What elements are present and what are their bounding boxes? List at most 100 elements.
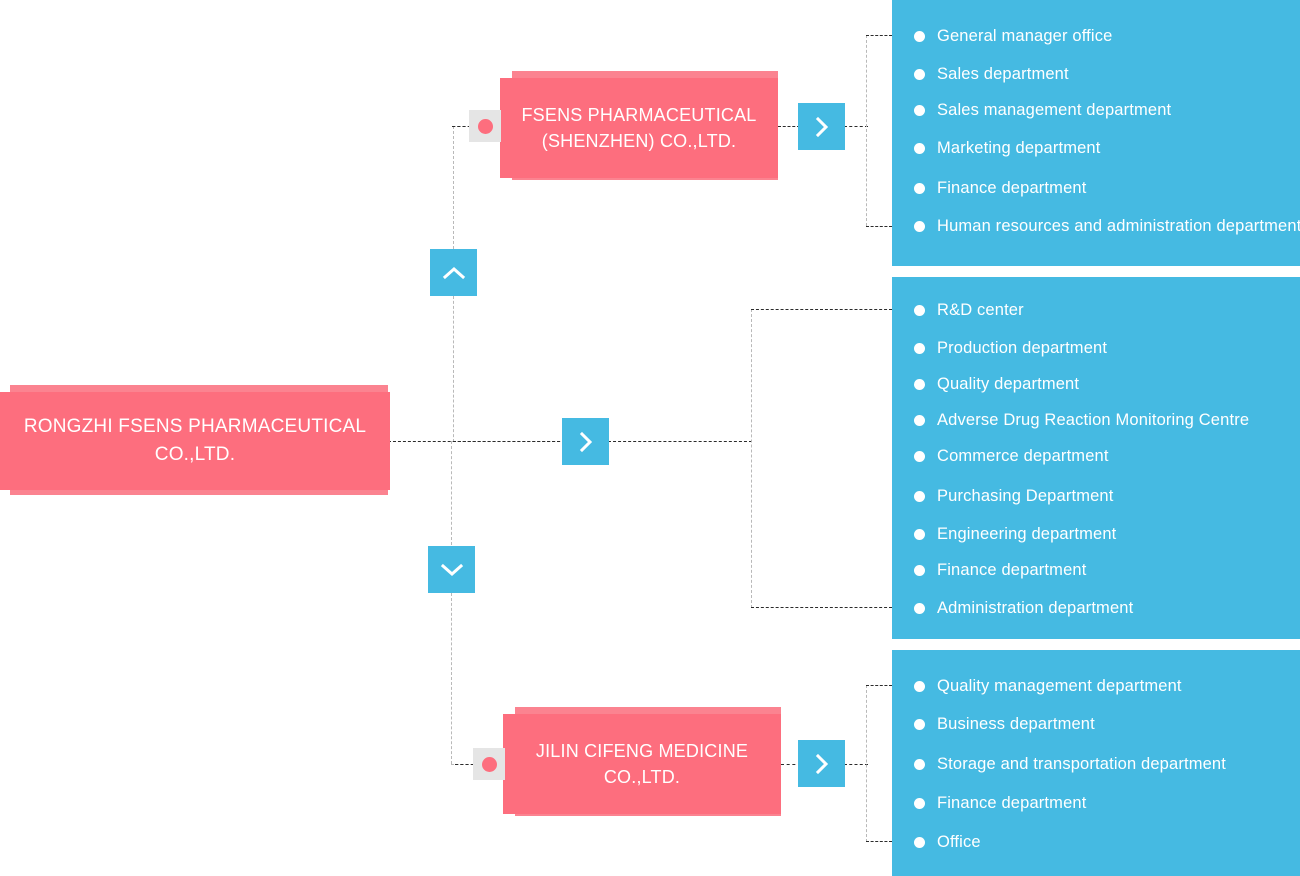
list-item[interactable]: Production department — [914, 339, 1107, 358]
bullet-icon — [914, 183, 925, 194]
connector-spine-upper — [453, 296, 454, 442]
bullet-icon — [914, 603, 925, 614]
bullet-icon — [914, 837, 925, 848]
collapse-down-button[interactable] — [428, 546, 475, 593]
dept-label: Engineering department — [937, 525, 1117, 543]
expand-button-jilin-cifeng[interactable] — [798, 740, 845, 787]
bracket-top-vertical — [866, 35, 867, 226]
chevron-down-icon — [440, 563, 463, 576]
dept-label: Marketing department — [937, 139, 1101, 157]
list-item[interactable]: Sales department — [914, 65, 1069, 84]
bracket-bottom-first-item — [866, 685, 892, 686]
bullet-icon — [914, 415, 925, 426]
chevron-right-icon — [815, 753, 828, 774]
dept-label: General manager office — [937, 27, 1113, 45]
bracket-middle-vertical — [751, 309, 752, 608]
connector-top-node-to-chevron — [778, 126, 800, 127]
branch-node-label-jilin-cifeng: JILIN CIFENG MEDICINE CO.,LTD. — [536, 738, 748, 790]
root-node-line2: CO.,LTD. — [154, 444, 236, 465]
dot-icon — [477, 118, 493, 134]
dot-icon — [481, 756, 497, 772]
list-item[interactable]: Finance department — [914, 179, 1086, 198]
branch-marker-jilin-cifeng[interactable] — [473, 748, 505, 780]
expand-button-fsens-shenzhen[interactable] — [798, 103, 845, 150]
dept-label: Commerce department — [937, 447, 1109, 465]
bullet-icon — [914, 305, 925, 316]
connector-middle-chevron-to-bracket — [608, 441, 752, 442]
branch-node-line1: JILIN CIFENG MEDICINE — [535, 740, 749, 761]
expand-button-rongzhi-direct[interactable] — [562, 418, 609, 465]
bullet-icon — [914, 719, 925, 730]
list-item[interactable]: Office — [914, 833, 981, 852]
connector-top-chevron-to-bracket — [844, 126, 868, 127]
branch-node-jilin-cifeng[interactable]: JILIN CIFENG MEDICINE CO.,LTD. — [503, 714, 781, 814]
connector-spine-bottom — [451, 593, 452, 764]
dept-list-rongzhi-direct: R&D center Production department Quality… — [892, 277, 1300, 639]
dept-panel-jilin-cifeng: Quality management department Business d… — [892, 650, 1300, 876]
list-item[interactable]: General manager office — [914, 27, 1112, 46]
dept-label: R&D center — [937, 301, 1024, 319]
connector-bottom-node-to-chevron — [781, 764, 801, 765]
list-item[interactable]: Administration department — [914, 599, 1133, 618]
bullet-icon — [914, 69, 925, 80]
dept-label: Sales management department — [937, 101, 1172, 119]
bullet-icon — [914, 759, 925, 770]
list-item[interactable]: Business department — [914, 715, 1095, 734]
bracket-middle-first-item — [751, 309, 892, 310]
dept-label: Quality management department — [937, 677, 1182, 695]
branch-node-line1: FSENS PHARMACEUTICAL — [521, 104, 757, 125]
bracket-middle-last-item — [751, 607, 892, 608]
branch-node-fsens-shenzhen[interactable]: FSENS PHARMACEUTICAL (SHENZHEN) CO.,LTD. — [500, 78, 778, 178]
bracket-top-first-item — [866, 35, 892, 36]
list-item[interactable]: R&D center — [914, 301, 1024, 320]
root-node[interactable]: RONGZHI FSENS PHARMACEUTICAL CO.,LTD. — [0, 392, 390, 490]
bracket-bottom-vertical — [866, 685, 867, 842]
bullet-icon — [914, 379, 925, 390]
list-item[interactable]: Engineering department — [914, 525, 1116, 544]
bullet-icon — [914, 143, 925, 154]
bullet-icon — [914, 529, 925, 540]
connector-middle-spine-to-chevron — [453, 441, 565, 442]
bullet-icon — [914, 105, 925, 116]
dept-label: Storage and transportation department — [937, 755, 1226, 773]
collapse-up-button[interactable] — [430, 249, 477, 296]
bullet-icon — [914, 31, 925, 42]
list-item[interactable]: Human resources and administration depar… — [914, 217, 1300, 236]
dept-label: Administration department — [937, 599, 1134, 617]
dept-label: Finance department — [937, 794, 1087, 812]
branch-marker-fsens-shenzhen[interactable] — [469, 110, 501, 142]
connector-bottom-chevron-to-bracket — [844, 764, 868, 765]
list-item[interactable]: Adverse Drug Reaction Monitoring Centre — [914, 411, 1249, 430]
bullet-icon — [914, 343, 925, 354]
root-node-label: RONGZHI FSENS PHARMACEUTICAL CO.,LTD. — [24, 413, 366, 468]
dept-label: Human resources and administration depar… — [937, 217, 1300, 235]
list-item[interactable]: Finance department — [914, 794, 1086, 813]
chevron-right-icon — [579, 431, 592, 452]
bullet-icon — [914, 565, 925, 576]
dept-label: Production department — [937, 339, 1108, 357]
list-item[interactable]: Commerce department — [914, 447, 1109, 466]
dept-panel-fsens-shenzhen: General manager office Sales department … — [892, 0, 1300, 266]
dept-list-fsens-shenzhen: General manager office Sales department … — [892, 0, 1300, 266]
list-item[interactable]: Storage and transportation department — [914, 755, 1226, 774]
list-item[interactable]: Quality department — [914, 375, 1079, 394]
list-item[interactable]: Sales management department — [914, 101, 1171, 120]
dept-label: Finance department — [937, 561, 1087, 579]
branch-node-line2: (SHENZHEN) CO.,LTD. — [541, 131, 737, 151]
dept-label: Adverse Drug Reaction Monitoring Centre — [937, 411, 1250, 429]
list-item[interactable]: Finance department — [914, 561, 1086, 580]
dept-list-jilin-cifeng: Quality management department Business d… — [892, 650, 1300, 876]
dept-label: Office — [937, 833, 981, 851]
bullet-icon — [914, 491, 925, 502]
list-item[interactable]: Marketing department — [914, 139, 1101, 158]
list-item[interactable]: Quality management department — [914, 677, 1182, 696]
dept-label: Sales department — [937, 65, 1069, 83]
bullet-icon — [914, 221, 925, 232]
dept-label: Quality department — [937, 375, 1080, 393]
chevron-up-icon — [442, 266, 465, 279]
bracket-top-last-item — [866, 226, 892, 227]
bracket-bottom-last-item — [866, 841, 892, 842]
bullet-icon — [914, 451, 925, 462]
list-item[interactable]: Purchasing Department — [914, 487, 1114, 506]
